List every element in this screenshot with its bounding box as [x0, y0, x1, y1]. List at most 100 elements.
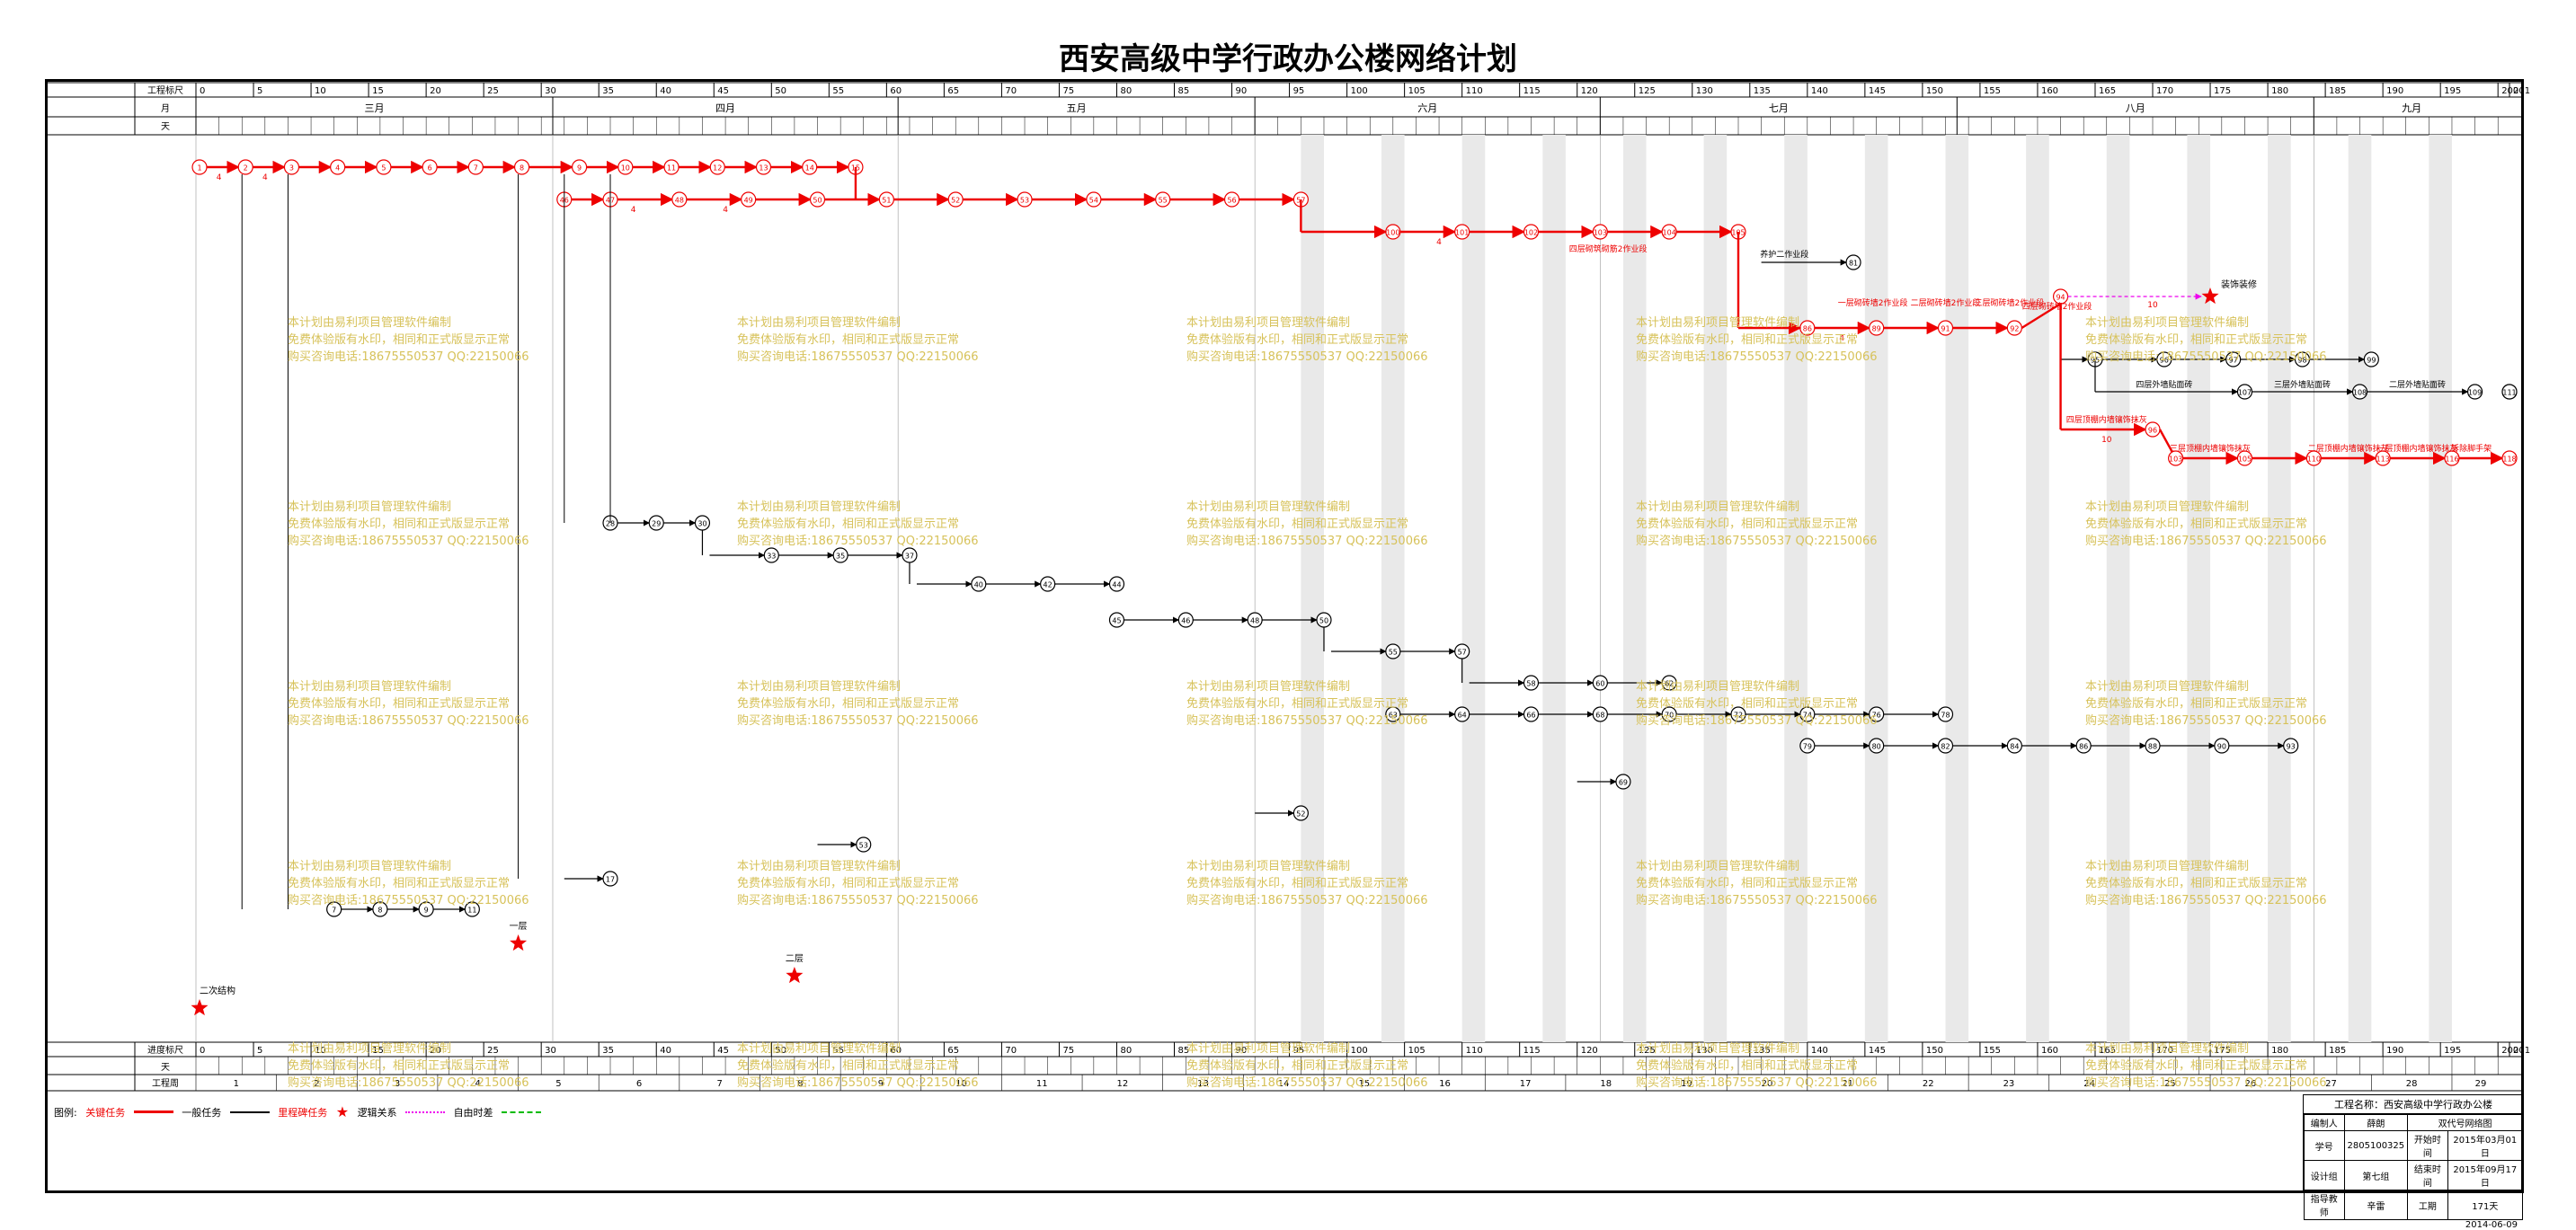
- watermark: 本计划由易利项目管理软件编制免费体验版有水印，相同和正式版显示正常购买咨询电话:…: [2085, 499, 2327, 550]
- legend-critical-line: [133, 1111, 173, 1113]
- scale-tick-label: 35: [602, 86, 614, 96]
- scale-tick-label: 140: [1811, 1046, 1828, 1056]
- event-node: [2283, 738, 2299, 754]
- footer-progress-label: 进度标尺: [147, 1044, 183, 1056]
- task-duration: 4: [723, 206, 728, 215]
- scale-tick-label: 180: [2271, 86, 2288, 96]
- weekend-band: [2429, 135, 2452, 1042]
- watermark: 本计划由易利项目管理软件编制免费体验版有水印，相同和正式版显示正常购买咨询电话:…: [737, 314, 979, 366]
- scale-tick-label: 135: [1754, 1046, 1771, 1056]
- legend-free-float-line: [502, 1111, 542, 1113]
- scale-tick-label: 95: [1293, 86, 1305, 96]
- tb-cell: 设计组: [2304, 1160, 2345, 1190]
- title-block-date: 2014-06-09: [2465, 1220, 2518, 1230]
- scale-tick-label: 125: [1639, 86, 1656, 96]
- scale-tick-label: 120: [1581, 86, 1598, 96]
- scale-tick-label: 110: [1466, 1046, 1483, 1056]
- watermark: 本计划由易利项目管理软件编制免费体验版有水印，相同和正式版显示正常购买咨询电话:…: [2085, 858, 2327, 909]
- tb-cell: 指导教师: [2304, 1190, 2345, 1220]
- event-node-number: 17: [606, 876, 615, 884]
- weekend-band: [1864, 135, 1888, 1042]
- footer-week-label: 工程周: [152, 1078, 179, 1089]
- scale-tick-label: 70: [1005, 86, 1017, 96]
- event-node-number: 78: [1941, 712, 1950, 720]
- legend: 图例: 关键任务 一般任务 里程碑任务 ★ 逻辑关系 自由时差: [54, 1103, 546, 1120]
- watermark-line: 免费体验版有水印，相同和正式版显示正常: [288, 333, 511, 347]
- watermark-line: 免费体验版有水印，相同和正式版显示正常: [2085, 333, 2308, 347]
- watermark-line: 本计划由易利项目管理软件编制: [1186, 316, 1351, 330]
- watermark-line: 本计划由易利项目管理软件编制: [737, 860, 902, 873]
- week-number: 8: [797, 1079, 803, 1089]
- tb-cell: 编制人: [2304, 1114, 2345, 1131]
- event-node-number: 80: [1872, 743, 1881, 751]
- watermark: 本计划由易利项目管理软件编制免费体验版有水印，相同和正式版显示正常购买咨询电话:…: [1186, 1040, 1428, 1092]
- week-number: 15: [1358, 1079, 1370, 1089]
- scale-tick-label: 40: [660, 1046, 671, 1056]
- watermark-line: 本计划由易利项目管理软件编制: [737, 680, 902, 694]
- weekend-band: [2268, 135, 2291, 1042]
- watermark-line: 本计划由易利项目管理软件编制: [288, 1042, 452, 1056]
- scale-tick-label: 85: [1178, 86, 1190, 96]
- week-number: 22: [1923, 1079, 1934, 1089]
- event-node-number: 35: [836, 553, 845, 561]
- watermark: 本计划由易利项目管理软件编制免费体验版有水印，相同和正式版显示正常购买咨询电话:…: [737, 499, 979, 550]
- event-node-number: 9: [577, 164, 582, 173]
- event-node-number: 28: [606, 520, 615, 528]
- event-node-number: 37: [905, 553, 914, 561]
- header-scale-label: 工程标尺: [147, 85, 183, 96]
- week-number: 16: [1439, 1079, 1451, 1089]
- scale-tick-label: 160: [2041, 1046, 2058, 1056]
- scale-tick-label: 145: [1869, 86, 1886, 96]
- event-node: [464, 901, 480, 917]
- event-node-number: 53: [859, 842, 868, 850]
- watermark-line: 免费体验版有水印，相同和正式版显示正常: [1186, 333, 1409, 347]
- scale-tick-label: 105: [1408, 1046, 1426, 1056]
- task-duration: 4: [1436, 238, 1442, 247]
- watermark-line: 免费体验版有水印，相同和正式版显示正常: [737, 697, 960, 711]
- week-number: 28: [2406, 1079, 2418, 1089]
- week-number: 21: [1842, 1079, 1853, 1089]
- weekend-band: [2106, 135, 2130, 1042]
- event-node-number: 10: [621, 164, 630, 173]
- watermark-line: 购买咨询电话:18675550537 QQ:22150066: [288, 714, 529, 728]
- event-node-number: 60: [1595, 680, 1604, 688]
- event-node-number: 103: [1594, 229, 1607, 237]
- week-number: 5: [555, 1079, 561, 1089]
- week-number: 3: [395, 1079, 400, 1089]
- watermark-line: 免费体验版有水印，相同和正式版显示正常: [1636, 877, 1859, 890]
- event-node-number: 68: [1595, 712, 1604, 720]
- watermark-line: 购买咨询电话:18675550537 QQ:22150066: [1636, 714, 1878, 728]
- event-node-number: 111: [2502, 389, 2516, 397]
- scale-tick-label: 90: [1236, 86, 1248, 96]
- legend-logic-label: 逻辑关系: [357, 1106, 397, 1119]
- scale-tick-label: 165: [2099, 86, 2116, 96]
- scale-tick-label: 75: [1062, 1046, 1074, 1056]
- weekend-band: [1945, 135, 1969, 1042]
- watermark-line: 本计划由易利项目管理软件编制: [288, 680, 452, 694]
- scale-tick-label: 110: [1466, 86, 1483, 96]
- watermark-line: 购买咨询电话:18675550537 QQ:22150066: [1636, 894, 1878, 907]
- event-node-number: 8: [520, 164, 524, 173]
- scale-tick-label: 180: [2271, 1046, 2288, 1056]
- scale-tick-label: 190: [2386, 86, 2403, 96]
- watermark: 本计划由易利项目管理软件编制免费体验版有水印，相同和正式版显示正常购买咨询电话:…: [2085, 678, 2327, 730]
- scale-tick-label: 115: [1523, 86, 1541, 96]
- event-node-number: 50: [813, 197, 822, 205]
- watermark-line: 购买咨询电话:18675550537 QQ:22150066: [737, 894, 979, 907]
- watermark: 本计划由易利项目管理软件编制免费体验版有水印，相同和正式版显示正常购买咨询电话:…: [1636, 499, 1878, 550]
- event-node-number: 82: [1941, 743, 1950, 751]
- watermark-line: 免费体验版有水印，相同和正式版显示正常: [288, 697, 511, 711]
- scale-tick-label: 80: [1120, 86, 1132, 96]
- weekend-band: [2348, 135, 2372, 1042]
- event-node-number: 74: [1803, 712, 1812, 720]
- legend-milestone-label: 里程碑任务: [278, 1106, 328, 1119]
- event-node-number: 4: [335, 164, 340, 173]
- scale-tick-label: 201: [2513, 86, 2530, 96]
- scale-tick-label: 170: [2156, 1046, 2173, 1056]
- event-node-number: 105: [2238, 456, 2252, 464]
- weekend-band: [2026, 135, 2049, 1042]
- scale-tick-label: 60: [890, 1046, 902, 1056]
- event-node-number: 8: [378, 907, 382, 915]
- watermark: 本计划由易利项目管理软件编制免费体验版有水印，相同和正式版显示正常购买咨询电话:…: [1186, 858, 1428, 909]
- scale-tick-label: 100: [1351, 1046, 1368, 1056]
